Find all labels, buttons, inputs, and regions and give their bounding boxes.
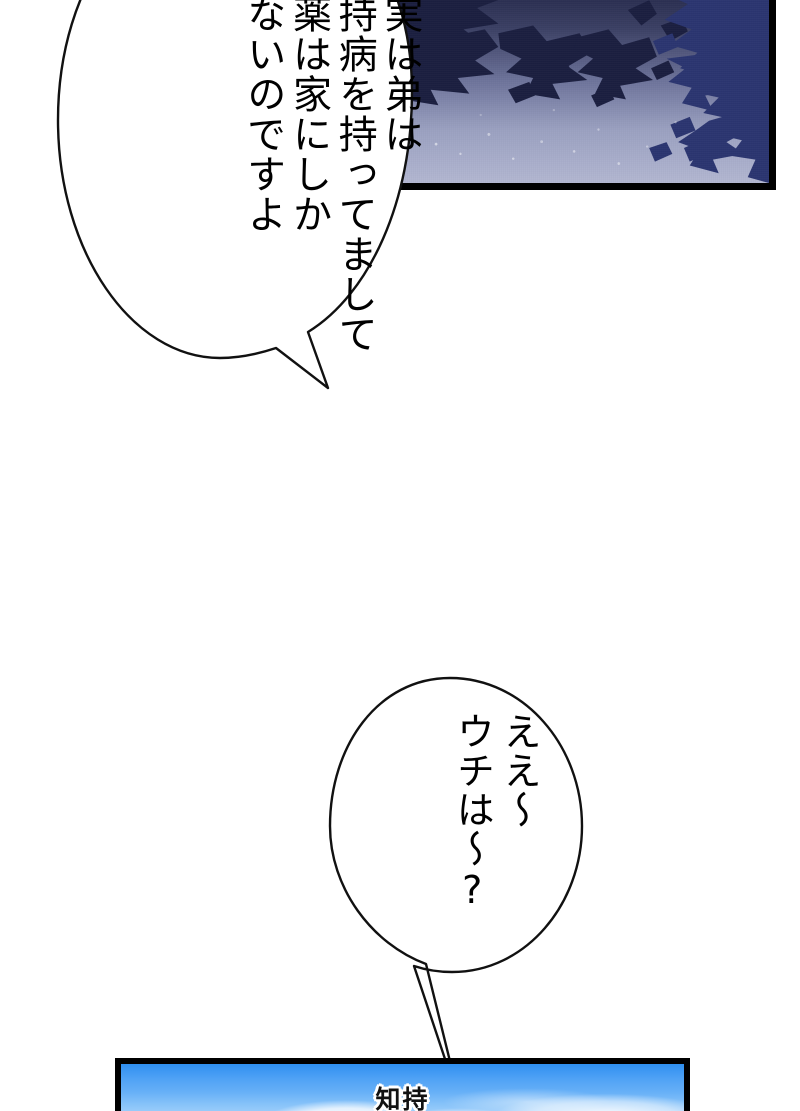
speech-bubble-reaction: [328, 676, 584, 1111]
sfx-text: 知持: [375, 1085, 430, 1111]
speech-bubble-explanation: [56, 0, 414, 390]
cloud-layer: [121, 1064, 684, 1111]
blue-sky-panel: 知持: [115, 1058, 690, 1111]
